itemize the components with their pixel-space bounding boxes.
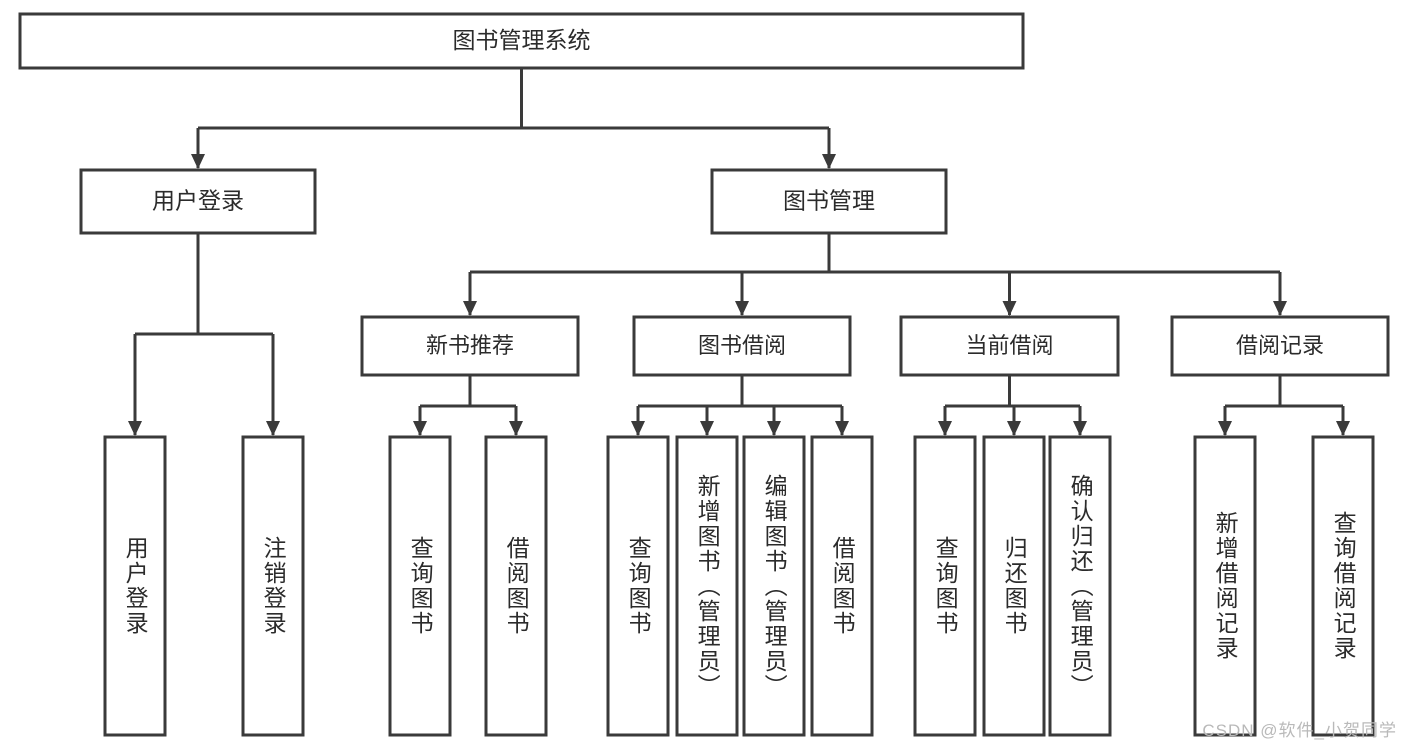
node-box-current-borrow[interactable]: [899, 315, 1120, 377]
leaf-box-leaf-bb-query-book[interactable]: [606, 435, 670, 737]
arrow-head-icon: [1273, 301, 1287, 316]
leaf-box-leaf-user-login[interactable]: [103, 435, 167, 737]
leaf-box-leaf-bb-edit-book[interactable]: [742, 435, 806, 737]
node-label: 图书借阅: [698, 333, 786, 358]
connector-lines: [128, 68, 1350, 436]
watermark-text: CSDN @软件_小贺同学: [1202, 721, 1397, 740]
node-label: 新书推荐: [426, 333, 514, 358]
leaf-box-leaf-bb-add-book[interactable]: [675, 435, 739, 737]
node-label: 用户登录: [152, 188, 244, 214]
arrow-head-icon: [1218, 421, 1232, 436]
leaf-box-leaf-cb-confirm-return[interactable]: [1048, 435, 1112, 737]
leaf-box-leaf-cb-return-book[interactable]: [982, 435, 1046, 737]
arrow-head-icon: [413, 421, 427, 436]
arrow-head-icon: [835, 421, 849, 436]
node-boxes: [18, 12, 1390, 737]
node-box-user-login[interactable]: [79, 168, 317, 235]
arrow-head-icon: [1002, 301, 1017, 316]
leaf-box-leaf-rec-borrow-book[interactable]: [484, 435, 548, 737]
arrow-head-icon: [1073, 421, 1087, 436]
node-box-borrow-record[interactable]: [1170, 315, 1390, 377]
node-label: 借阅记录: [1236, 333, 1324, 358]
arrow-head-icon: [631, 421, 645, 436]
arrow-head-icon: [767, 421, 781, 436]
arrow-head-icon: [1336, 421, 1350, 436]
node-box-book-borrow[interactable]: [632, 315, 852, 377]
node-label: 图书管理系统: [453, 27, 591, 53]
node-box-book-manage[interactable]: [710, 168, 948, 235]
node-box-root[interactable]: [18, 12, 1025, 70]
arrow-head-icon: [1007, 421, 1021, 436]
arrow-head-icon: [938, 421, 952, 436]
node-label: 图书管理: [783, 188, 875, 214]
arrow-head-icon: [128, 421, 142, 436]
arrow-head-icon: [266, 421, 280, 436]
arrow-head-icon: [509, 421, 523, 436]
arrow-head-icon: [822, 154, 836, 169]
leaf-box-leaf-cb-query-book[interactable]: [913, 435, 977, 737]
arrow-head-icon: [191, 154, 205, 169]
leaf-box-leaf-br-add-record[interactable]: [1193, 435, 1257, 737]
leaf-box-leaf-rec-query-book[interactable]: [388, 435, 452, 737]
node-label: 当前借阅: [965, 333, 1053, 358]
arrow-head-icon: [735, 301, 749, 316]
arrow-head-icon: [463, 301, 477, 316]
node-box-new-book-rec[interactable]: [360, 315, 580, 377]
leaf-box-leaf-user-logout[interactable]: [241, 435, 305, 737]
leaf-box-leaf-br-query-record[interactable]: [1311, 435, 1375, 737]
leaf-box-leaf-bb-borrow-book[interactable]: [810, 435, 874, 737]
arrow-head-icon: [700, 421, 714, 436]
